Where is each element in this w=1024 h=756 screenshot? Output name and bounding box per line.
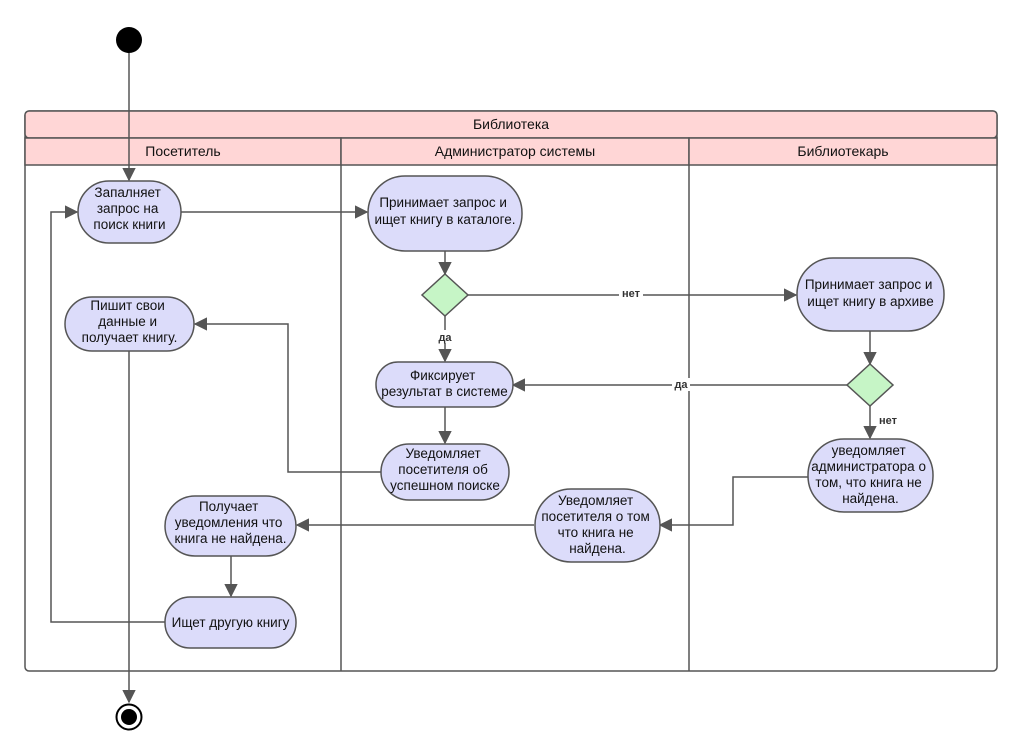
decision-diamond — [845, 362, 895, 408]
lane-admin-header — [340, 137, 690, 166]
action-record-result: Фиксирует результат в системе — [375, 361, 514, 408]
decision-diamond — [420, 272, 470, 318]
edge-label-no: нет — [879, 415, 898, 427]
svg-text:Принимает запрос и ищет: Принимает запрос и ищет книгу в архиве — [805, 277, 936, 309]
action-accept-request-archive: Принимает запрос и ищет книгу в архиве — [796, 257, 945, 332]
action-write-data: Пишит свои данные и получает книгу. — [64, 296, 195, 352]
start-node — [116, 27, 142, 53]
lane-librarian-header — [688, 137, 998, 166]
lane-visitor-title: Посетитель — [145, 143, 220, 159]
svg-text:Принимает запрос и ищет: Принимает запрос и ищет книгу в каталоге… — [374, 195, 515, 227]
end-node — [115, 703, 143, 731]
action-search-other: Ищет другую книгу — [164, 596, 297, 649]
lane-admin-title: Администратор системы — [435, 143, 595, 159]
action-receive-notification: Получает уведомления что книга не найден… — [164, 495, 297, 557]
lane-librarian-title: Библиотекарь — [797, 143, 888, 159]
edge-search-other-to-fill — [50, 205, 165, 623]
action-notify-not-found: Уведомляет посетителя о том что книга не… — [534, 488, 661, 563]
svg-text:Фиксирует результат в си: Фиксирует результат в системе — [381, 368, 508, 399]
edge-label-yes: да — [438, 332, 452, 344]
action-notify-success: Уведомляет посетителя об успешном поиске — [380, 443, 510, 501]
edge-labels: нет да да нет — [436, 287, 898, 427]
svg-text:Уведомляет посетителя о: Уведомляет посетителя о том что книга не… — [541, 493, 653, 556]
edge-notify-admin-to-notify-not-found — [658, 476, 818, 532]
action-fill-request: Запалняет запрос на поиск книги — [77, 180, 182, 244]
edge-label-yes: да — [674, 379, 688, 391]
svg-text:Запалняет запрос на: Запалняет запрос на поиск книги — [93, 185, 165, 232]
edges — [50, 53, 877, 704]
svg-text:Пишит свои данные и: Пишит свои данные и получает книгу. — [82, 298, 178, 345]
svg-text:уведомляет администратор: уведомляет администратора о том, что кни… — [811, 443, 929, 506]
action-accept-request-catalog: Принимает запрос и ищет книгу в каталоге… — [367, 175, 523, 252]
edge-notify-success-to-write-data — [193, 317, 381, 473]
svg-text:Уведомляет посетителя об: Уведомляет посетителя об успешном поиске — [390, 446, 500, 493]
action-notify-admin: уведомляет администратора о том, что кни… — [807, 438, 934, 513]
svg-text:Получает уведомления что: Получает уведомления что книга не найден… — [174, 499, 286, 546]
pool-title: Библиотека — [473, 116, 549, 132]
edge-label-no: нет — [622, 288, 641, 300]
svg-text:Ищет другую книгу: Ищет другую книгу — [172, 615, 290, 630]
